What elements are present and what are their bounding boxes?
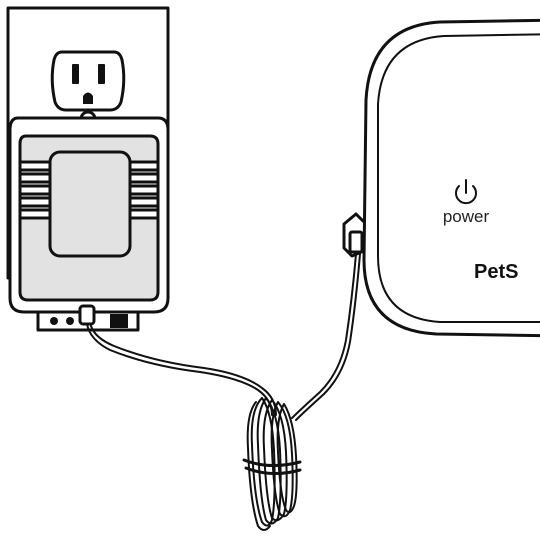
cable-plug — [342, 212, 370, 258]
brand-logo-text: PetS — [474, 261, 518, 283]
power-cable — [86, 212, 370, 531]
outlet-slot-right — [98, 64, 105, 84]
outlet-slot-left — [72, 64, 79, 84]
power-icon[interactable] — [455, 179, 477, 205]
outlet-ground-hole — [83, 92, 93, 104]
power-adapter — [8, 116, 170, 332]
outlet-receptacle — [50, 50, 126, 112]
base-unit: power PetS — [362, 18, 540, 338]
adapter-center-panel — [48, 150, 132, 258]
adapter-cable-exit — [78, 304, 96, 326]
power-label: power — [443, 207, 490, 226]
cable-coil — [242, 397, 302, 531]
